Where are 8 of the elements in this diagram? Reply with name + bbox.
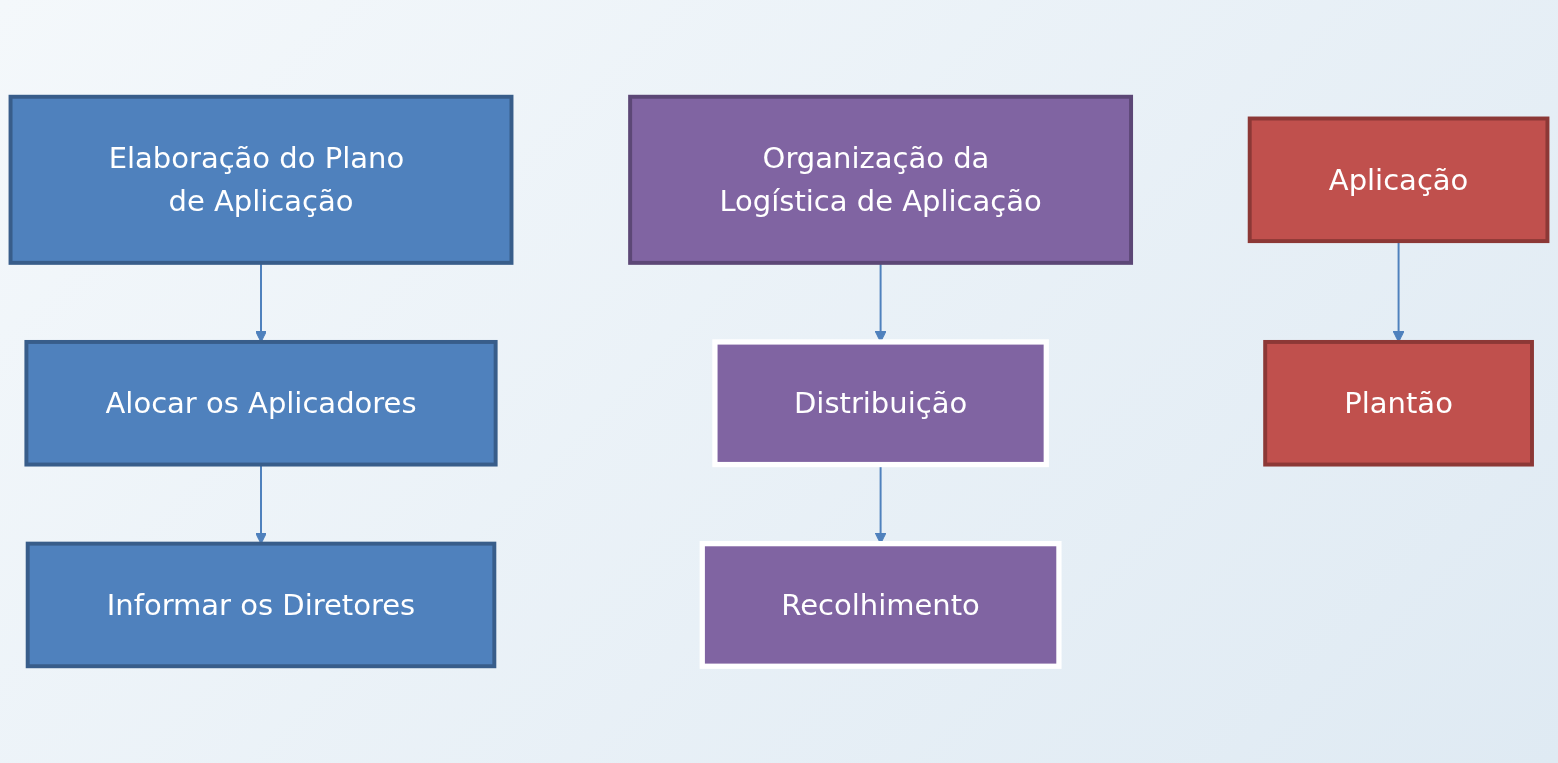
node-box: Elaboração do Plano de Aplicação (8, 94, 514, 265)
node-box: Alocar os Aplicadores (24, 339, 498, 467)
node-box: Informar os Diretores (25, 541, 497, 669)
node-box: Organização da Logística de Aplicação (628, 94, 1134, 265)
node-box: Aplicação (1247, 116, 1550, 244)
node-box: Recolhimento (699, 541, 1062, 669)
node-box: Distribuição (712, 339, 1049, 468)
node-box: Plantão (1263, 339, 1534, 467)
